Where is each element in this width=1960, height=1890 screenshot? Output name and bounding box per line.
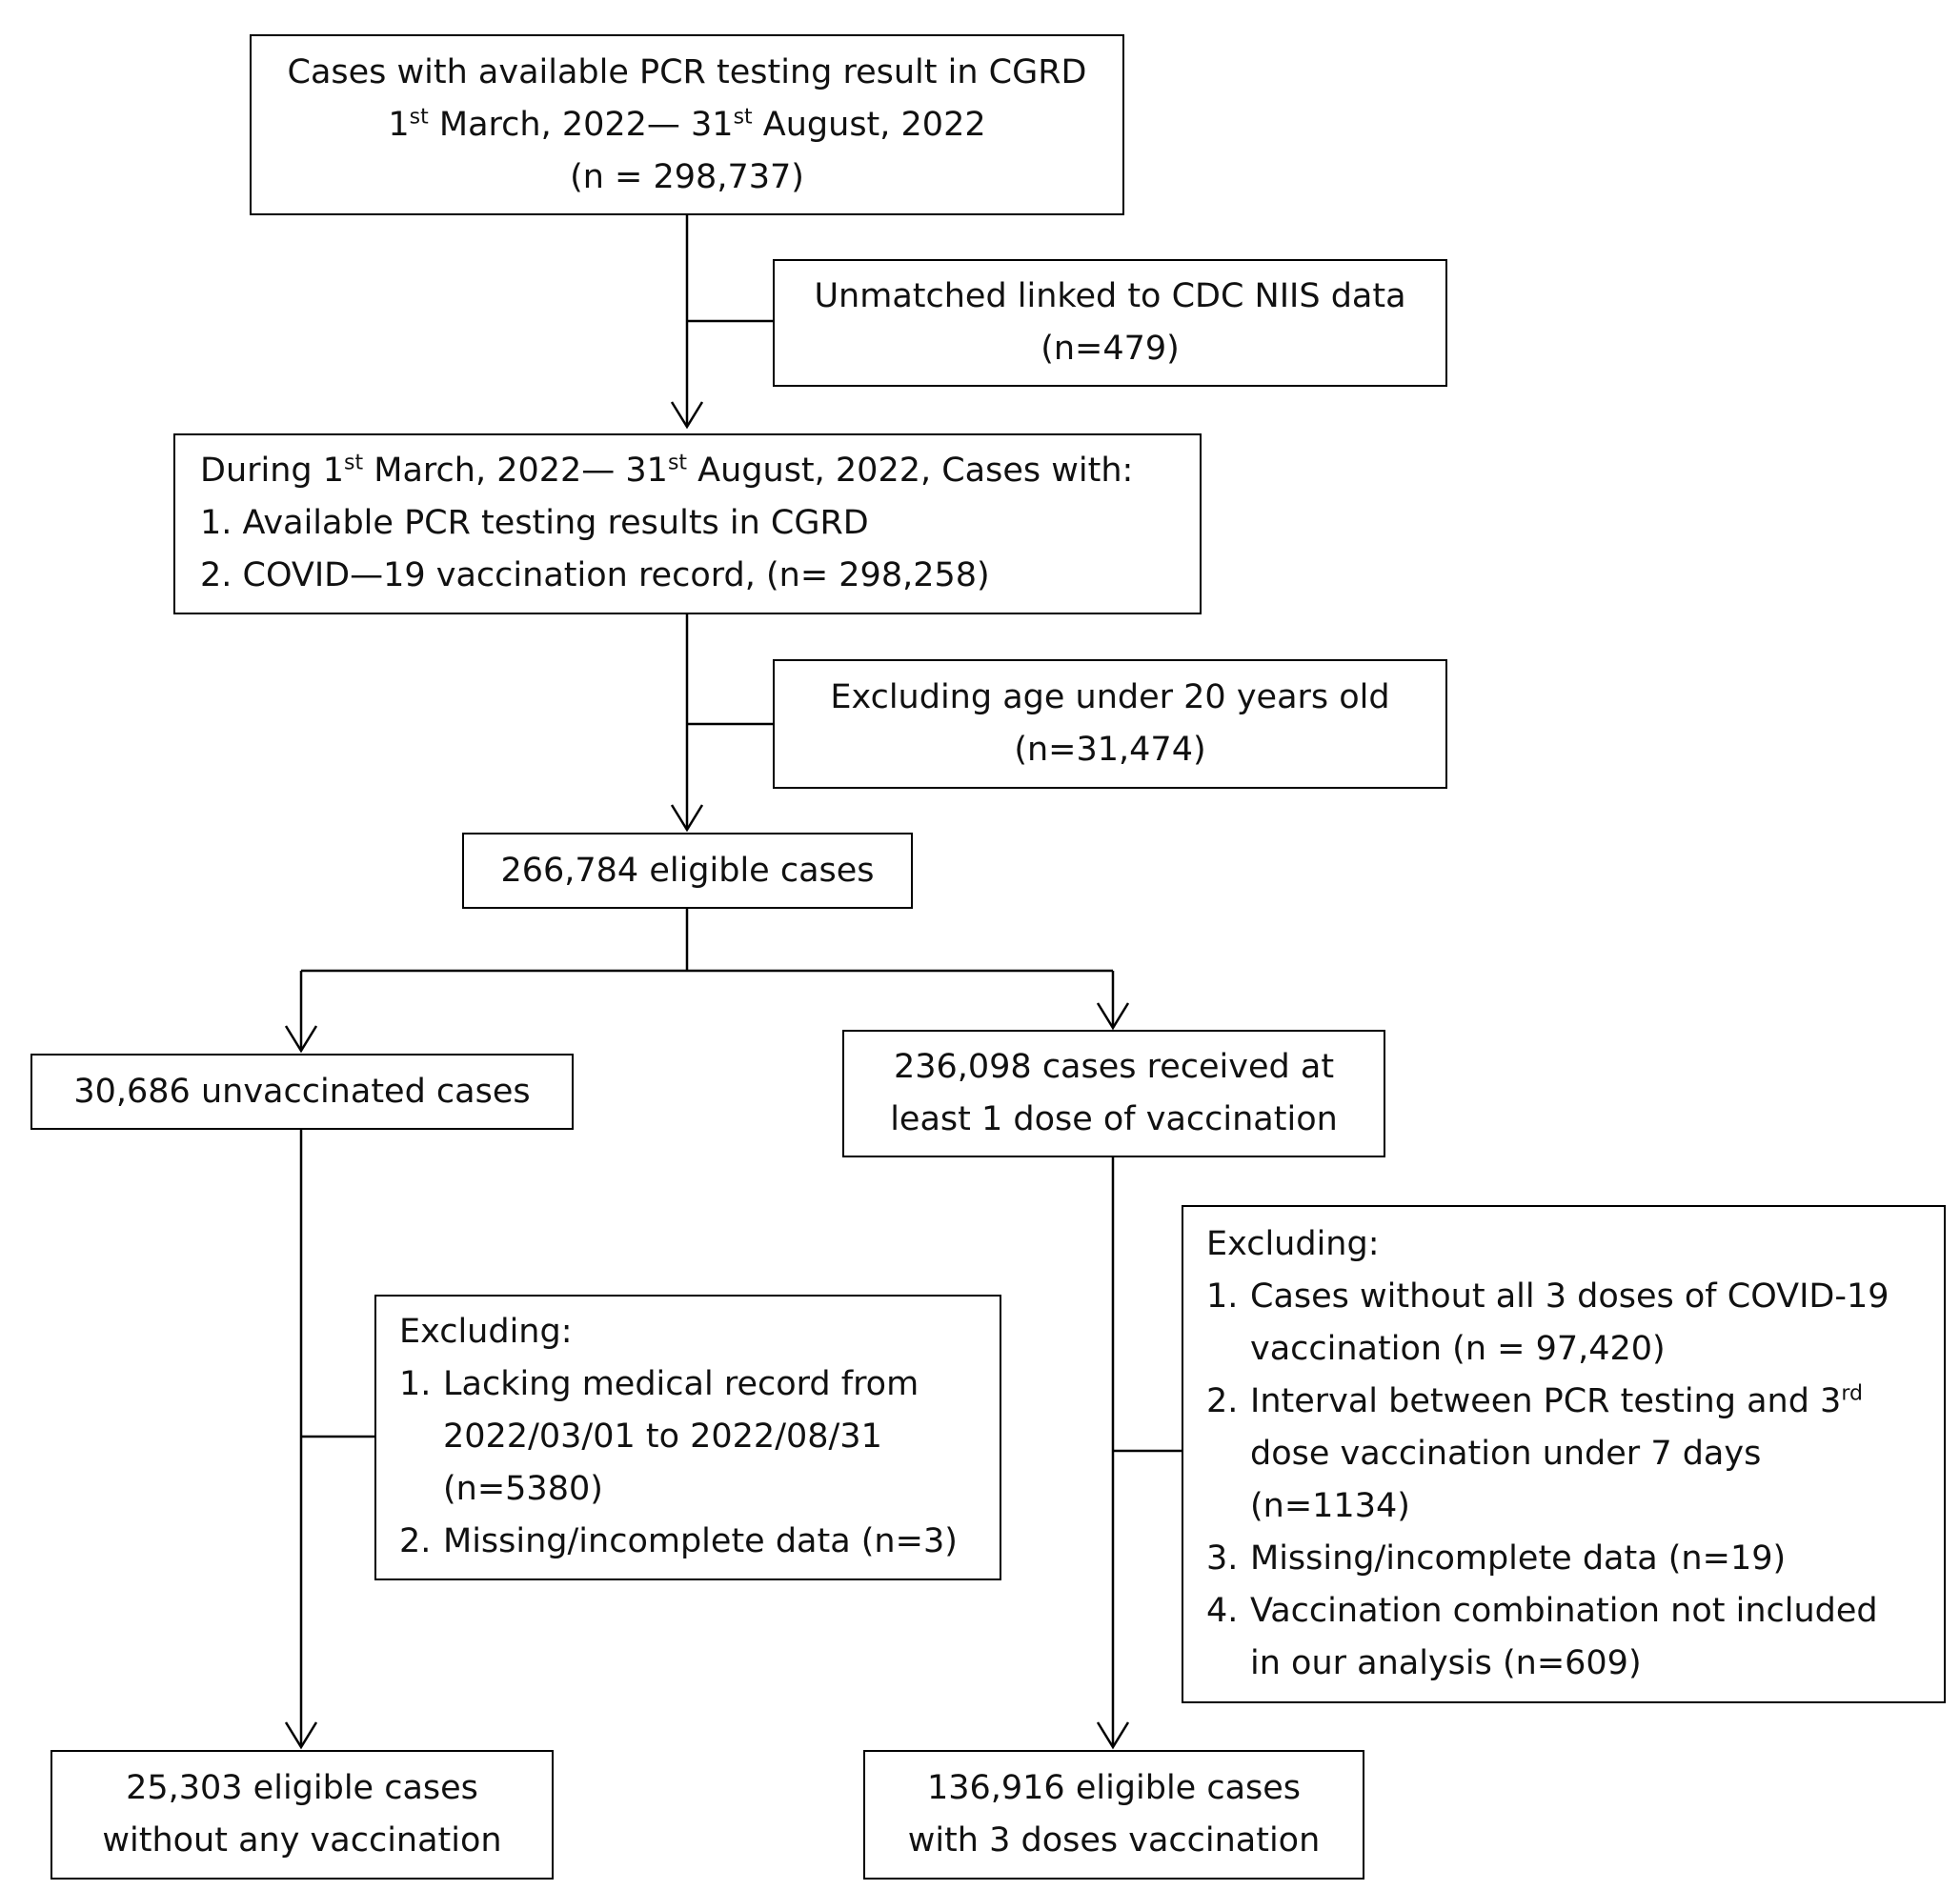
box-vaccinated: 236,098 cases received at least 1 dose o… [842, 1030, 1385, 1157]
exclude-left-item-2-text: Missing/incomplete data (n=3) [443, 1516, 958, 1568]
during-intro-a: During 1 [200, 452, 345, 490]
exclude-right-item-1-text: Cases without all 3 doses of COVID-19 va… [1250, 1271, 1889, 1376]
exclude-left-item-2-line-1: Missing/incomplete data (n=3) [443, 1522, 958, 1560]
exclude-left-item-1-line-1: Lacking medical record from [443, 1365, 919, 1403]
exclude-right-item-1-num: 1. [1206, 1277, 1239, 1316]
box-exclude-age-title: Excluding age under 20 years old [830, 678, 1390, 716]
exclude-right-item-4-line-1: Vaccination combination not included [1250, 1592, 1878, 1630]
final-left-line-2: without any vaccination [102, 1821, 502, 1860]
box-pcr-cases: Cases with available PCR testing result … [250, 34, 1124, 215]
exclude-right-item-1-line-2: vaccination (n = 97,420) [1250, 1330, 1666, 1368]
date-start-suffix: st [409, 104, 429, 129]
date-end-suffix: st [733, 104, 753, 129]
exclude-right-item-2-text: Interval between PCR testing and 3rd dos… [1250, 1376, 1863, 1533]
exclude-right-item-4-text: Vaccination combination not included in … [1250, 1585, 1878, 1690]
box-pcr-cases-date-range: 1st March, 2022— 31st August, 2022 [252, 99, 1122, 151]
box-exclude-age-count: (n=31,474) [1014, 731, 1206, 769]
exclude-left-item-1-text: Lacking medical record from 2022/03/01 t… [443, 1358, 919, 1516]
exclude-left-item-1-line-3: (n=5380) [443, 1470, 603, 1508]
exclude-left-item-2: 2. Missing/incomplete data (n=3) [399, 1516, 979, 1568]
final-right-line-2: with 3 doses vaccination [907, 1821, 1321, 1860]
date-mid: March, 2022— 31 [428, 105, 734, 144]
box-eligible-cases-label: 266,784 eligible cases [500, 851, 875, 890]
box-pcr-cases-count: (n = 298,737) [570, 157, 804, 196]
exclude-right-item-1: 1. Cases without all 3 doses of COVID-19… [1206, 1271, 1923, 1376]
box-exclude-unvaccinated: Excluding: 1. Lacking medical record fro… [374, 1295, 1001, 1580]
arrow-head-unvaccinated [284, 1025, 318, 1054]
exclude-right-item-2-line-1: Interval between PCR testing and 3rd [1250, 1376, 1863, 1428]
box-during-period: During 1st March, 2022— 31st August, 202… [173, 433, 1202, 614]
exclude-right-item-4-line-2: in our analysis (n=609) [1250, 1644, 1642, 1682]
box-final-vaccinated: 136,916 eligible cases with 3 doses vacc… [863, 1750, 1364, 1880]
exclude-right-item-3-line-1: Missing/incomplete data (n=19) [1250, 1539, 1787, 1578]
date-start-day: 1 [388, 105, 410, 144]
box-pcr-cases-title: Cases with available PCR testing result … [287, 52, 1087, 91]
box-vaccinated-line-2: least 1 dose of vaccination [890, 1100, 1338, 1138]
box-during-item-1: 1. Available PCR testing results in CGRD [200, 504, 869, 542]
box-vaccinated-line-1: 236,098 cases received at [893, 1048, 1335, 1086]
box-unmatched-count: (n=479) [1041, 330, 1180, 368]
box-final-unvaccinated: 25,303 eligible cases without any vaccin… [51, 1750, 554, 1880]
exclude-right-item-3-num: 3. [1206, 1539, 1239, 1578]
during-intro-sup2: st [667, 451, 688, 475]
box-unvaccinated-label: 30,686 unvaccinated cases [73, 1072, 531, 1111]
exclude-left-item-1: 1. Lacking medical record from 2022/03/0… [399, 1358, 979, 1516]
exclude-left-item-1-num: 1. [399, 1365, 432, 1403]
exclude-right-item-2-line-1-main: Interval between PCR testing and 3 [1250, 1382, 1842, 1420]
final-right-line-1: 136,916 eligible cases [926, 1769, 1302, 1807]
exclude-right-item-2: 2. Interval between PCR testing and 3rd … [1206, 1376, 1923, 1533]
box-unmatched: Unmatched linked to CDC NIIS data (n=479… [773, 259, 1447, 387]
exclude-right-item-3: 3. Missing/incomplete data (n=19) [1206, 1533, 1923, 1585]
exclude-right-item-4-num: 4. [1206, 1592, 1239, 1630]
arrow-head-final-left [284, 1721, 318, 1750]
arrow-head-eligible [670, 804, 704, 833]
box-unvaccinated: 30,686 unvaccinated cases [30, 1054, 574, 1130]
exclude-right-item-1-line-1: Cases without all 3 doses of COVID-19 [1250, 1277, 1889, 1316]
exclude-right-item-2-line-2: dose vaccination under 7 days [1250, 1435, 1762, 1473]
box-unmatched-title: Unmatched linked to CDC NIIS data [814, 277, 1406, 315]
exclude-left-item-1-line-2: 2022/03/01 to 2022/08/31 [443, 1418, 882, 1456]
box-during-item-2: 2. COVID—19 vaccination record, (n= 298,… [200, 556, 990, 594]
arrow-head-during [670, 401, 704, 430]
box-during-intro: During 1st March, 2022— 31st August, 202… [200, 445, 1179, 497]
during-intro-b: March, 2022— 31 [363, 452, 668, 490]
exclude-left-heading: Excluding: [399, 1313, 573, 1351]
box-eligible-cases: 266,784 eligible cases [462, 833, 913, 909]
arrow-head-final-right [1096, 1721, 1130, 1750]
box-exclude-age: Excluding age under 20 years old (n=31,4… [773, 659, 1447, 789]
arrow-head-vaccinated [1096, 1002, 1130, 1031]
exclude-right-item-2-line-3: (n=1134) [1250, 1487, 1410, 1525]
during-intro-c: August, 2022, Cases with: [687, 452, 1134, 490]
exclude-right-item-2-num: 2. [1206, 1382, 1239, 1420]
during-intro-sup1: st [344, 451, 364, 475]
exclude-right-item-4: 4. Vaccination combination not included … [1206, 1585, 1923, 1690]
exclude-right-item-3-text: Missing/incomplete data (n=19) [1250, 1533, 1786, 1585]
final-left-line-1: 25,303 eligible cases [126, 1769, 478, 1807]
box-exclude-vaccinated: Excluding: 1. Cases without all 3 doses … [1182, 1205, 1946, 1703]
date-end: August, 2022 [752, 105, 986, 144]
exclude-left-item-2-num: 2. [399, 1522, 432, 1560]
exclude-right-heading: Excluding: [1206, 1225, 1380, 1263]
exclude-right-item-2-sup: rd [1841, 1381, 1863, 1406]
